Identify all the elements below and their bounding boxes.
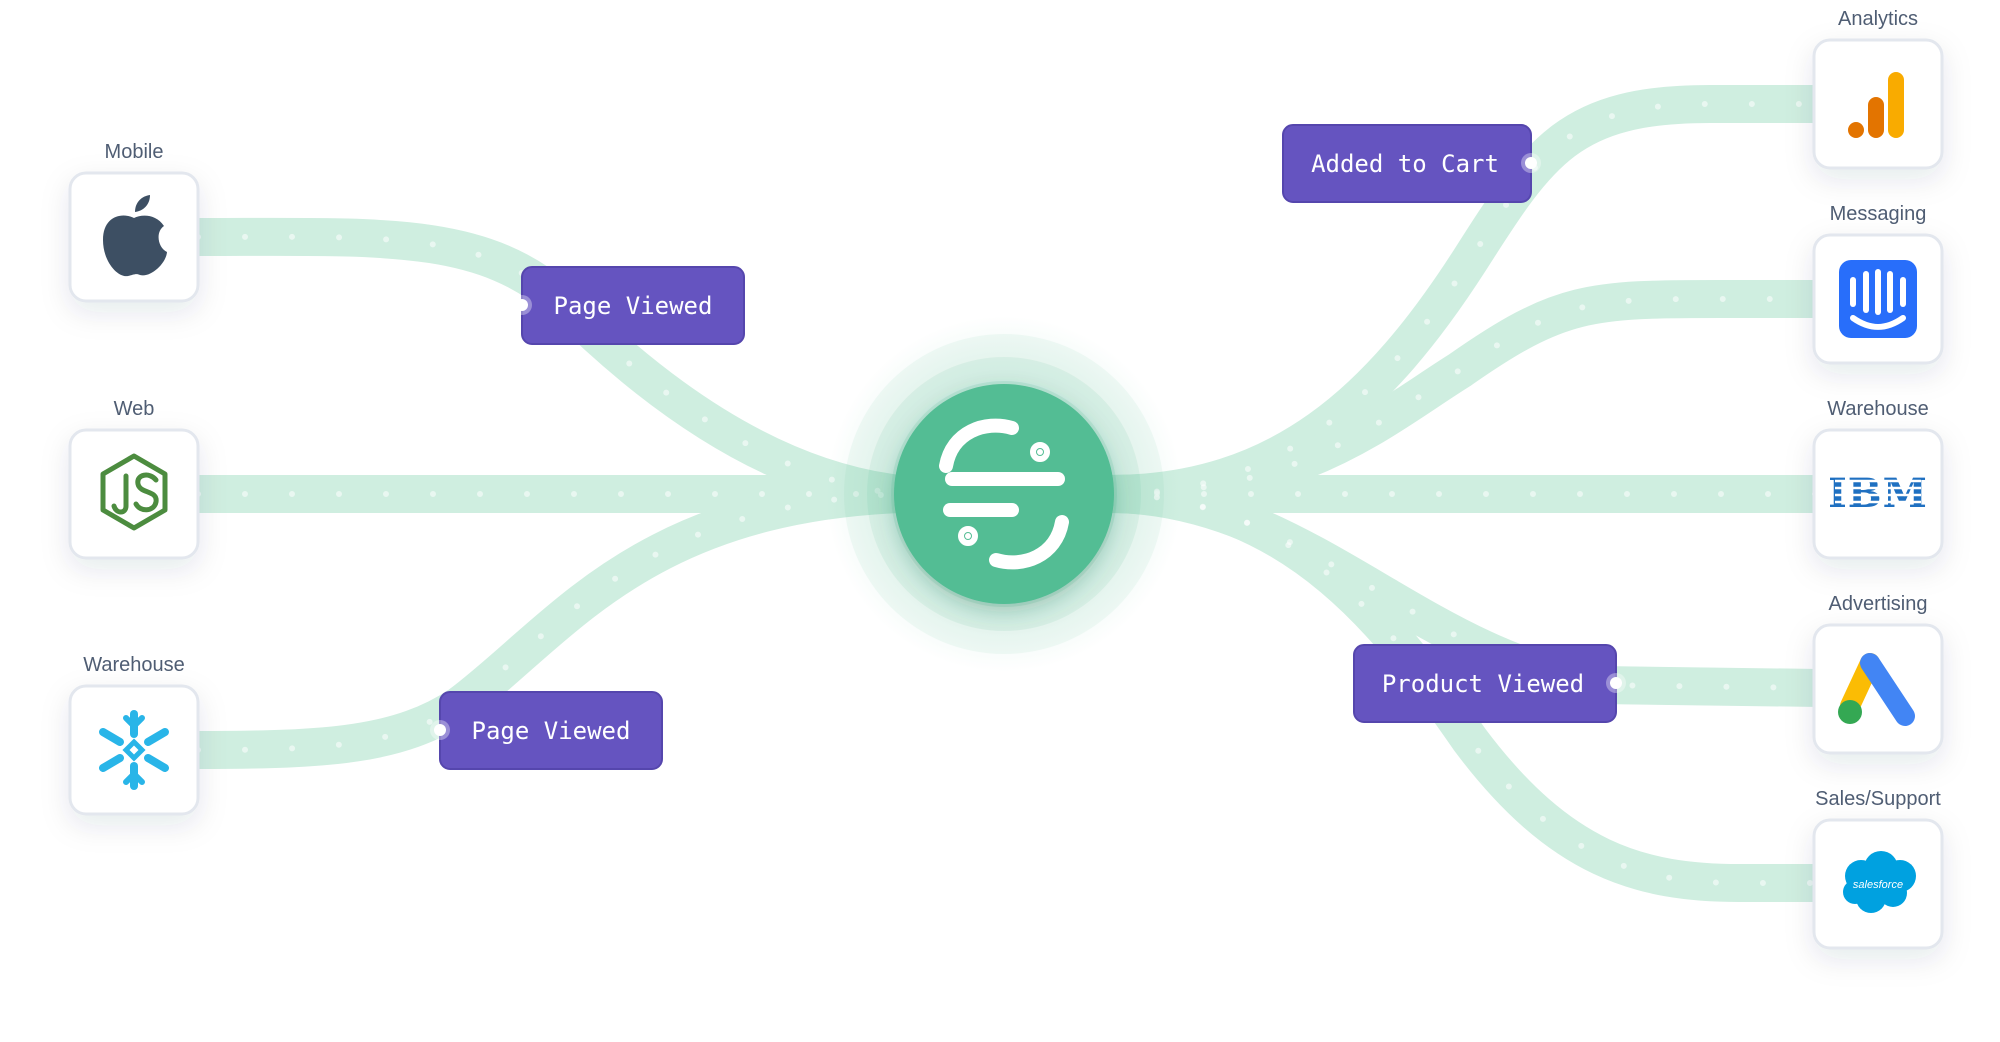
segment-hub[interactable] <box>826 316 1182 672</box>
source-label: Mobile <box>105 141 164 163</box>
flow-sales <box>1109 475 1820 902</box>
event-label: Page Viewed <box>472 717 631 745</box>
destination-advertising[interactable]: Advertising <box>1812 593 1944 755</box>
flow-streams <box>195 85 1823 902</box>
event-badge-page-viewed-warehouse[interactable]: Page Viewed <box>430 691 663 770</box>
source-label: Web <box>114 398 155 420</box>
destinations: Analytics Messaging <box>1812 8 1944 950</box>
event-badge-product-viewed[interactable]: Product Viewed <box>1353 644 1626 723</box>
ibm-icon: IBM <box>1828 470 1928 517</box>
event-badge-page-viewed-mobile[interactable]: Page Viewed <box>512 266 745 345</box>
destination-label: Advertising <box>1829 593 1928 615</box>
flow-warehouse-source <box>197 475 901 769</box>
event-label: Added to Cart <box>1311 150 1499 178</box>
source-card <box>68 684 200 816</box>
source-card <box>68 428 200 560</box>
intercom-icon <box>1839 260 1917 338</box>
destination-label: Warehouse <box>1827 398 1929 420</box>
destination-sales-support[interactable]: Sales/Support salesforce <box>1812 788 1944 950</box>
destination-label: Analytics <box>1838 8 1918 30</box>
source-label: Warehouse <box>83 654 185 676</box>
event-badge-added-to-cart[interactable]: Added to Cart <box>1282 124 1541 203</box>
salesforce-icon: salesforce <box>1843 851 1916 913</box>
destination-analytics[interactable]: Analytics <box>1812 8 1944 170</box>
source-web[interactable]: Web <box>68 398 200 560</box>
destination-label: Messaging <box>1830 203 1927 225</box>
destination-messaging[interactable]: Messaging <box>1812 203 1944 365</box>
svg-text:IBM: IBM <box>1828 470 1928 517</box>
google-analytics-icon <box>1848 72 1904 138</box>
google-ads-icon <box>1838 653 1915 726</box>
destination-label: Sales/Support <box>1815 788 1941 810</box>
destination-warehouse[interactable]: Warehouse IBM <box>1812 398 1944 560</box>
source-mobile[interactable]: Mobile <box>68 141 200 303</box>
segment-logo-icon <box>939 418 1069 570</box>
source-warehouse[interactable]: Warehouse <box>68 654 200 816</box>
nodejs-icon <box>100 453 168 531</box>
event-label: Page Viewed <box>554 292 713 320</box>
svg-text:salesforce: salesforce <box>1853 879 1903 891</box>
sources: Mobile Web Warehouse <box>68 141 200 816</box>
snowflake-icon <box>99 710 169 790</box>
event-badges: Page Viewed Page Viewed Added to Cart Pr… <box>430 124 1626 770</box>
apple-icon <box>103 195 167 277</box>
hub-circle <box>894 384 1114 604</box>
event-label: Product Viewed <box>1382 670 1584 698</box>
